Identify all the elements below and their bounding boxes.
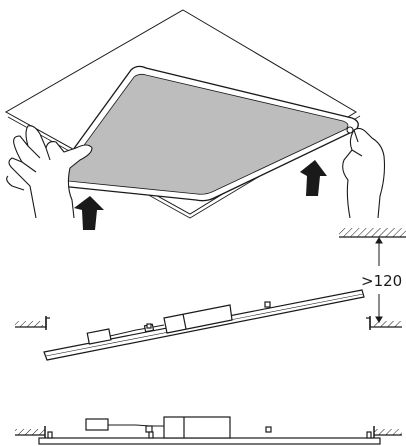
step-insert-panel bbox=[4, 9, 386, 230]
ceiling-slab bbox=[339, 228, 406, 237]
tilted-panel bbox=[43, 289, 365, 361]
arrow-up-icon bbox=[74, 196, 104, 230]
clearance-dimension bbox=[375, 237, 383, 323]
step-panel-seated bbox=[15, 416, 402, 445]
hand-left-icon bbox=[6, 125, 93, 219]
arrow-up-icon bbox=[300, 160, 327, 196]
grid-rail-left bbox=[15, 316, 50, 330]
step-tilted-panel: >120 bbox=[15, 228, 406, 361]
seated-panel bbox=[38, 416, 381, 445]
grid-rail-right bbox=[366, 316, 402, 330]
hand-right-icon bbox=[342, 126, 386, 219]
clearance-label: >120 bbox=[361, 272, 402, 290]
